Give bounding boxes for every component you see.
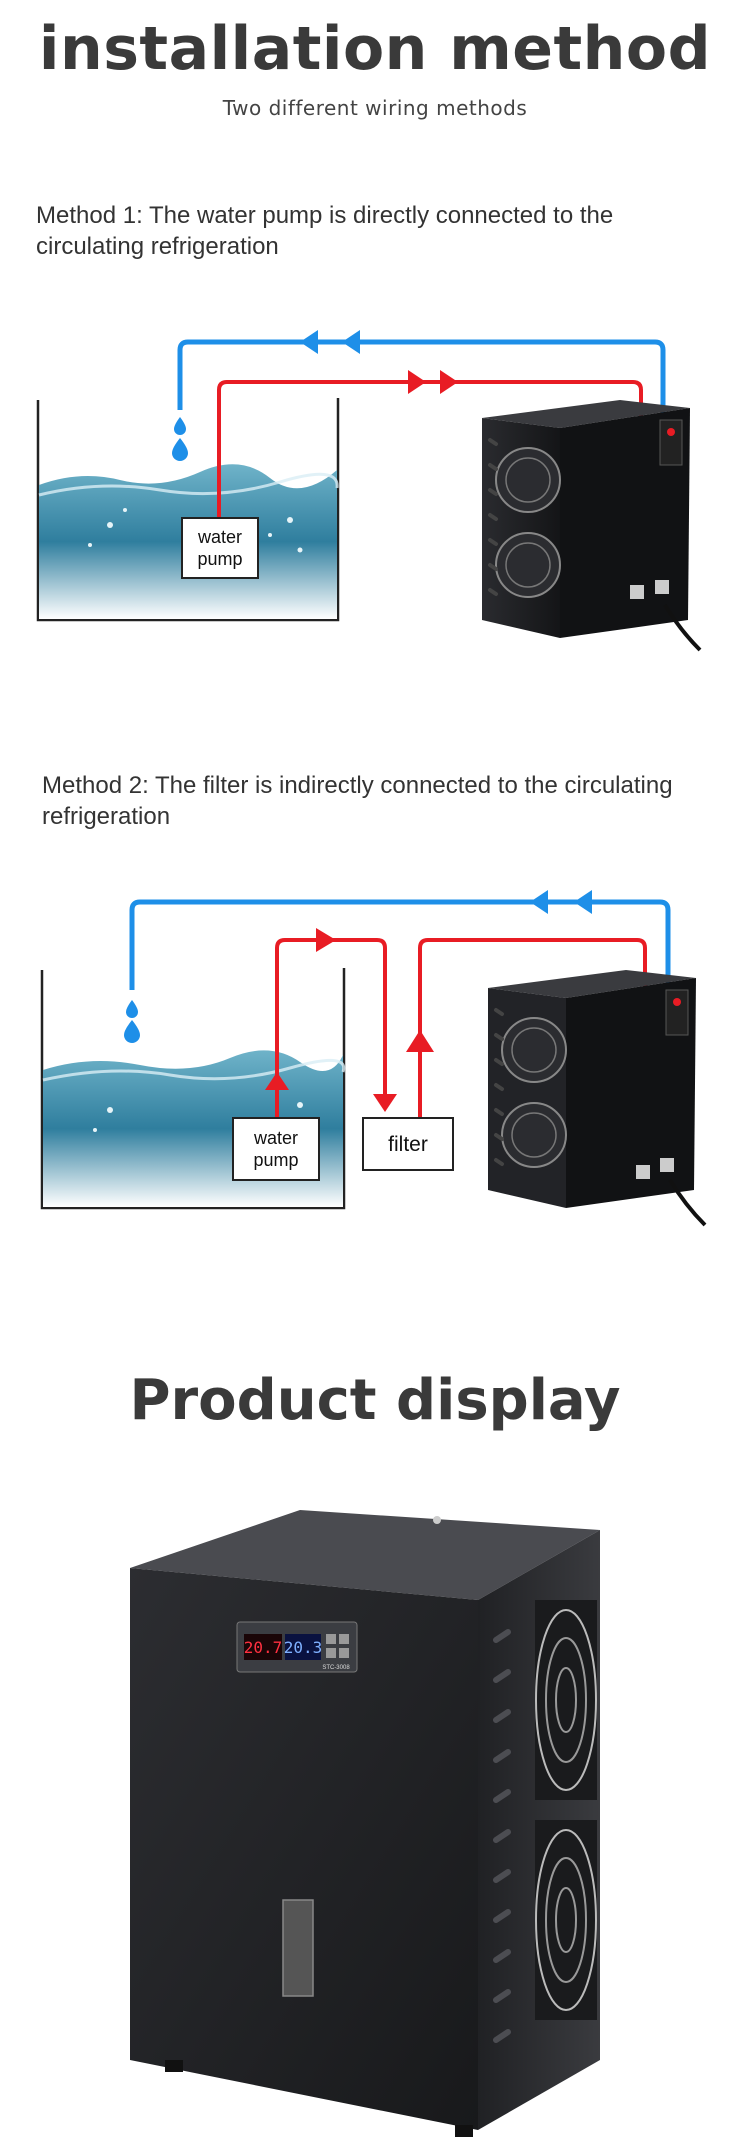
hot-arrow	[373, 1094, 397, 1112]
fan-icon	[535, 1600, 597, 1800]
hot-arrow	[406, 1030, 434, 1052]
set-temperature-display: 20.3	[284, 1638, 323, 1657]
pump-label-2: pump	[253, 1150, 298, 1170]
hot-arrow	[408, 370, 426, 394]
method2-diagram: water pump filter	[40, 890, 707, 1227]
current-temperature-display: 20.7	[244, 1638, 283, 1657]
page-subtitle: Two different wiring methods	[222, 96, 528, 120]
controller-model-label: STC-3008	[322, 1665, 350, 1671]
hot-supply-line	[217, 380, 643, 590]
pump-label-1: water	[197, 527, 242, 547]
water-drop-icon	[124, 1020, 140, 1043]
filter-to-chiller-line	[418, 938, 647, 1165]
cold-return-line	[129, 899, 671, 1160]
chiller-unit	[488, 970, 707, 1227]
method1-diagram: water pump	[36, 330, 702, 652]
chiller-unit	[482, 400, 702, 652]
cold-arrow	[574, 890, 592, 914]
water-drop-icon	[172, 438, 188, 461]
water-drop-icon	[174, 417, 186, 435]
page-title: installation method	[38, 14, 712, 84]
water-pump-box	[232, 1117, 320, 1181]
product-display-title: Product display	[129, 1368, 621, 1433]
water-pump-box	[181, 517, 259, 579]
water-drop-icon	[126, 1000, 138, 1018]
chiller-front-panel	[130, 1568, 478, 2130]
fan-icon	[535, 1820, 597, 2020]
method1-heading: Method 1: The water pump is directly con…	[36, 202, 614, 260]
cold-arrow	[530, 890, 548, 914]
method2-heading: Method 2: The filter is indirectly conne…	[42, 772, 673, 830]
cold-arrow	[342, 330, 360, 354]
hot-arrow	[265, 1072, 289, 1090]
temperature-controller: 20.7 20.3 STC-3008	[236, 1621, 358, 1673]
water-level-window	[282, 1899, 314, 1997]
cold-arrow	[300, 330, 318, 354]
filter-label: filter	[388, 1133, 428, 1156]
vent-slots	[493, 1629, 511, 2043]
pump-label-1: water	[253, 1128, 298, 1148]
product-image: 20.7 20.3 STC-3008	[130, 1510, 600, 2137]
filter-box	[362, 1117, 454, 1171]
pump-label-2: pump	[197, 549, 242, 569]
hot-arrow	[316, 928, 336, 952]
water-tank	[36, 398, 340, 622]
hot-arrow	[440, 370, 458, 394]
cold-return-line	[177, 339, 666, 590]
